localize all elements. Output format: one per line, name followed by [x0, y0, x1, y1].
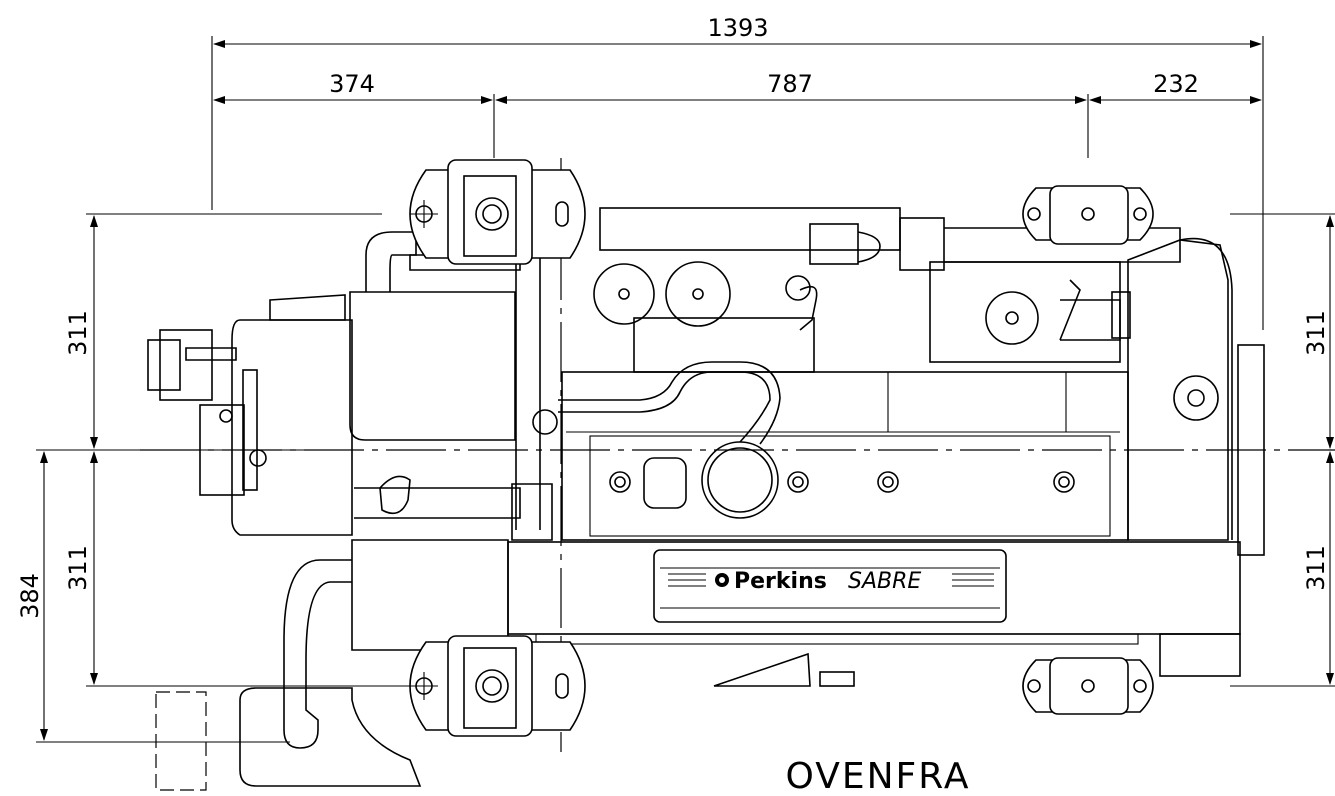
engine-mounts: [409, 159, 1154, 737]
mount-bottom-right: [1022, 657, 1154, 715]
dimension-lines: [36, 36, 1335, 743]
mount-bottom-left: [409, 635, 586, 737]
perkins-logo-icon: [715, 573, 729, 587]
dim-overall-length: 1393: [707, 14, 768, 42]
dim-left-offset: 384: [16, 573, 44, 619]
brand-model-text: SABRE: [848, 569, 921, 594]
dim-right-upper: 311: [1302, 310, 1330, 356]
engine-body: [147, 207, 1265, 791]
dim-left-lower: 311: [64, 545, 92, 591]
mount-top-right: [1022, 185, 1154, 245]
brand-plate: Perkins SABRE: [653, 549, 1007, 623]
dim-left-upper: 311: [64, 310, 92, 356]
view-label: OVENFRA: [786, 756, 971, 796]
dim-mount-to-mount: 787: [767, 70, 813, 98]
mount-top-left: [409, 159, 586, 265]
brand-logo-text: Perkins: [734, 569, 827, 594]
dimension-labels: 1393 374 787 232 311 311 384 311 311: [16, 14, 1330, 619]
center-lines: [140, 158, 1335, 752]
dim-rear-overhang: 232: [1153, 70, 1199, 98]
dim-right-lower: 311: [1302, 545, 1330, 591]
dim-front-to-mount: 374: [329, 70, 375, 98]
